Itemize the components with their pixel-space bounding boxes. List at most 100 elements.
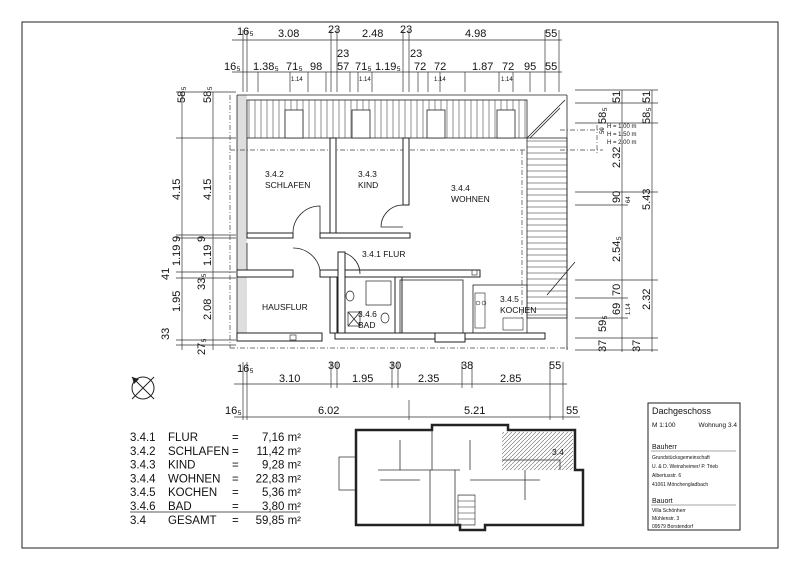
dim: 70: [611, 284, 623, 296]
dim: 71₅: [286, 61, 303, 73]
dim: 23: [337, 48, 349, 60]
dim: 1.87: [472, 61, 493, 73]
dim: 37: [631, 340, 643, 352]
area-eq: =: [232, 515, 239, 527]
dim: 55: [566, 405, 578, 417]
dim: 9: [196, 236, 208, 242]
room-number-kind: 3.4.3: [358, 169, 377, 179]
area-eq: =: [232, 501, 239, 513]
room-name-kochen: KOCHEN: [500, 305, 536, 315]
dim: 1.19: [171, 245, 183, 266]
area-num: 3.4.2: [130, 446, 156, 458]
dim: 41: [160, 268, 172, 280]
room-name-kind: KIND: [358, 180, 378, 190]
area-value: 59,85 m²: [256, 515, 302, 527]
area-eq: =: [232, 473, 239, 485]
bauort-line: Villa Schönherr: [652, 508, 686, 514]
area-eq: =: [232, 487, 239, 499]
room-number-kochen: 3.4.5: [500, 294, 519, 304]
area-num: 3.4: [130, 515, 147, 527]
dim: 55: [545, 28, 557, 40]
unit-text: Wohnung 3.4: [698, 422, 737, 429]
dim: 1.38₅: [253, 61, 279, 73]
dim: 95: [524, 61, 536, 73]
dim: 33₅: [196, 273, 208, 290]
bauherr-line: Albertusstr. 6: [652, 473, 681, 479]
height-label: H = 1.50 m: [607, 132, 637, 138]
siteplan-unit-label: 3.4: [552, 447, 564, 457]
dim-small: 1.14: [626, 303, 632, 315]
dim: 23: [328, 24, 340, 36]
dimensions-top: 16₅ 3.08 23 2.48 23 4.98 55 16₅ 1.38₅ 71…: [224, 24, 562, 92]
area-name: SCHLAFEN: [168, 446, 229, 458]
dim: 1.95: [352, 373, 373, 385]
dim: 2.54₅: [611, 236, 623, 262]
dim: 4.15: [202, 179, 214, 200]
dim: 2.32: [611, 147, 623, 168]
dim: 16₅: [237, 26, 254, 38]
area-name: KIND: [168, 460, 195, 472]
dim-small: 1.14: [291, 77, 303, 83]
dimensions-bottom: 16₅ 3.10 30 1.95 30 2.35 38 2.85 55 16₅ …: [225, 360, 580, 420]
floor-plan: [229, 94, 576, 350]
dim: 51: [641, 91, 653, 103]
area-num: 3.4.5: [130, 487, 156, 499]
dim: 3.10: [279, 373, 300, 385]
dimensions-left: 58₅ 4.15 9 1.19 41 1.95 33 58₅ 4.15 9 1.…: [160, 86, 236, 355]
dim: 1.19: [202, 245, 214, 266]
dim-small: 59: [600, 127, 606, 134]
room-number-wohnen: 3.4.4: [451, 183, 470, 193]
room-name-wohnen: WOHNEN: [451, 194, 490, 204]
room-hausflur: HAUSFLUR: [262, 302, 308, 312]
dim: 33: [160, 328, 172, 340]
bauherr-line: Grundstücksgemeinschaft: [652, 455, 710, 461]
dim: 2.48: [362, 28, 383, 40]
area-name: WOHNEN: [168, 473, 220, 485]
area-name: KOCHEN: [168, 487, 217, 499]
dim: 16₅: [225, 405, 242, 417]
area-value: 22,83 m²: [256, 473, 302, 485]
dim: 3.08: [278, 28, 299, 40]
area-name: BAD: [168, 501, 192, 513]
area-num: 3.4.6: [130, 501, 156, 513]
dim: 30: [389, 360, 401, 372]
site-plan-thumbnail: 3.4: [338, 423, 585, 532]
dim: 16₅: [237, 363, 254, 375]
dim-small: 1.14: [434, 77, 446, 83]
dim: 5.21: [464, 405, 485, 417]
area-eq: =: [232, 446, 239, 458]
area-name: GESAMT: [168, 515, 217, 527]
room-name-bad: BAD: [358, 320, 375, 330]
bauort-line: Mühlenstr. 3: [652, 516, 679, 522]
bauherr-heading: Bauherr: [652, 444, 678, 451]
dim: 57: [337, 61, 349, 73]
dim-small: 1.14: [359, 77, 371, 83]
dim: 5.43: [641, 189, 653, 210]
dim: 58₅: [641, 107, 653, 124]
dim: 98: [310, 61, 322, 73]
bauherr-line: U. & D. Weinsheimer/ P. Trieb: [652, 464, 718, 470]
room-name-schlafen: SCHLAFEN: [265, 180, 310, 190]
dim: 55: [549, 360, 561, 372]
dim: 2.32: [641, 289, 653, 310]
dim: 90: [611, 191, 623, 203]
area-value: 7,16 m²: [262, 432, 301, 444]
bauort-heading: Bauort: [652, 498, 673, 505]
area-num: 3.4.4: [130, 473, 156, 485]
dim: 23: [400, 24, 412, 36]
area-value: 5,36 m²: [262, 487, 301, 499]
area-value: 9,28 m²: [262, 460, 301, 472]
dim: 2.08: [202, 299, 214, 320]
dim: 27₅: [196, 338, 208, 355]
dim: 58₅: [176, 86, 188, 103]
bauort-line: 09579 Borstendorf: [652, 524, 694, 530]
dim: 72: [434, 61, 446, 73]
dim: 2.35: [418, 373, 439, 385]
dim-small: 64: [626, 196, 632, 203]
room-flur: 3.4.1 FLUR: [362, 249, 405, 259]
dim: 37: [597, 340, 609, 352]
dim: 2.85: [500, 373, 521, 385]
north-arrow-icon: [131, 376, 155, 400]
title-block: Dachgeschoss M 1:100 Wohnung 3.4 Bauherr…: [647, 402, 741, 531]
